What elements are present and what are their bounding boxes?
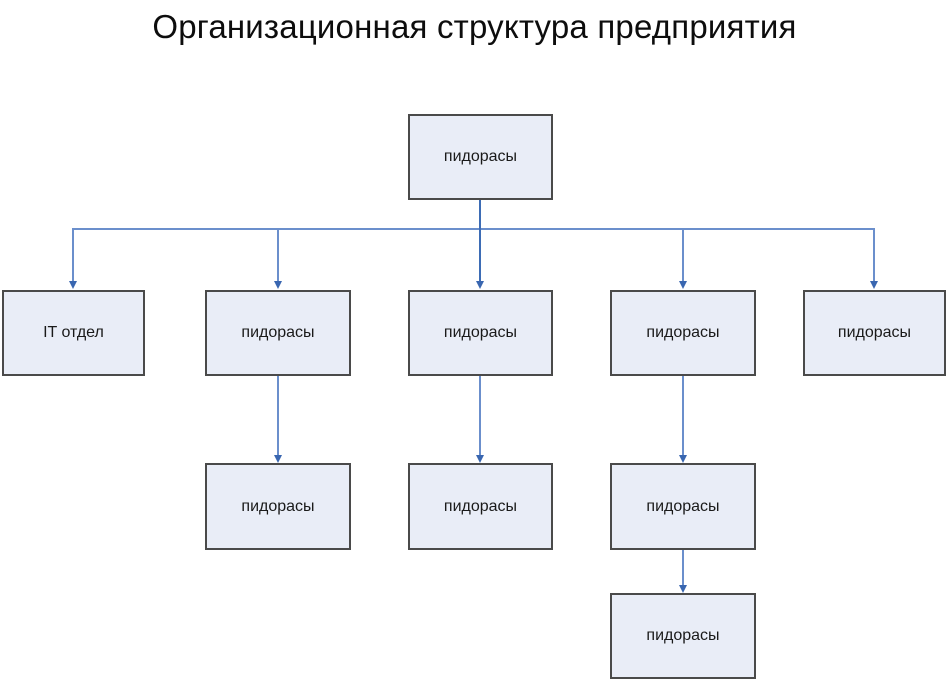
- org-node-label: пидорасы: [837, 324, 912, 341]
- arrowhead-down-icon: [273, 281, 282, 289]
- connector-dept-3-to-sub-3: [479, 376, 481, 455]
- connector-sub-4-to-sub-4-1: [682, 550, 684, 585]
- connector-drop-dept-3: [479, 228, 481, 281]
- arrowhead-down-icon: [273, 455, 282, 463]
- org-node-label: пидорасы: [241, 324, 315, 341]
- org-node-label: пидорасы: [443, 324, 518, 341]
- org-node-sub-4-1[interactable]: пидорасы: [610, 593, 756, 679]
- org-node-label: пидорасы: [646, 627, 720, 644]
- arrowhead-down-icon: [68, 281, 77, 289]
- org-node-dept-3[interactable]: пидорасы: [408, 290, 553, 376]
- org-node-label: пидорасы: [443, 148, 518, 165]
- connector-drop-dept-2: [277, 228, 279, 281]
- arrowhead-down-icon: [475, 455, 484, 463]
- connector-drop-dept-4: [682, 228, 684, 281]
- org-node-sub-2[interactable]: пидорасы: [205, 463, 351, 550]
- org-node-label: пидорасы: [646, 324, 720, 341]
- org-node-dept-5[interactable]: пидорасы: [803, 290, 946, 376]
- connector-dept-4-to-sub-4: [682, 376, 684, 455]
- connector-drop-dept-1: [72, 228, 74, 281]
- arrowhead-down-icon: [678, 455, 687, 463]
- arrowhead-down-icon: [869, 281, 878, 289]
- org-node-sub-4[interactable]: пидорасы: [610, 463, 756, 550]
- connector-root-stem: [479, 200, 481, 228]
- org-node-root[interactable]: пидорасы: [408, 114, 553, 200]
- arrowhead-down-icon: [678, 281, 687, 289]
- arrowhead-down-icon: [678, 585, 687, 593]
- org-node-it-department[interactable]: IT отдел: [2, 290, 145, 376]
- arrowhead-down-icon: [475, 281, 484, 289]
- connector-drop-dept-5: [873, 228, 875, 281]
- org-node-label: пидорасы: [443, 497, 518, 515]
- org-node-label: пидорасы: [241, 497, 315, 515]
- org-node-label: IT отдел: [43, 324, 104, 341]
- connector-dept-2-to-sub-2: [277, 376, 279, 455]
- org-node-label: пидорасы: [646, 497, 720, 515]
- org-node-dept-4[interactable]: пидорасы: [610, 290, 756, 376]
- org-node-dept-2[interactable]: пидорасы: [205, 290, 351, 376]
- connector-bus: [72, 228, 875, 230]
- org-node-sub-3[interactable]: пидорасы: [408, 463, 553, 550]
- page-title: Организационная структура предприятия: [152, 8, 797, 45]
